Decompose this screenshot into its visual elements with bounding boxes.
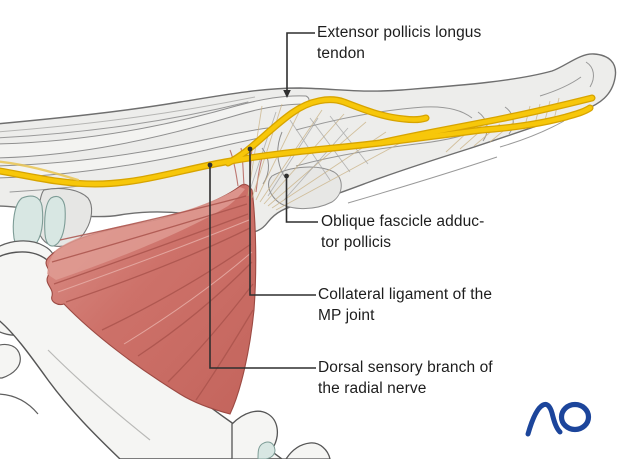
ao-logo: AO [525, 401, 592, 437]
dorsum-inner-contour [0, 96, 256, 133]
cartilage-trapezoid [44, 195, 66, 247]
nerve-main-trunk [0, 127, 485, 187]
leader-collateral-dot [247, 146, 253, 152]
mc-head-contour [261, 147, 269, 185]
label-extensor-pollicis-longus: Extensor pollicis longus tendon [317, 22, 481, 64]
leader-oblique [285, 178, 318, 223]
nerve-cores [0, 95, 595, 187]
muscle-highlights [57, 219, 253, 345]
ao-logo-letter-o [558, 401, 592, 433]
label-line: MP joint [318, 307, 375, 324]
leader-lines [207, 32, 318, 369]
label-dorsal-sensory-branch: Dorsal sensory branch of the radial nerv… [318, 357, 493, 399]
bone-highlight-line [47, 349, 151, 441]
leader-oblique-dot [284, 173, 289, 179]
nerve-distal-branch-upper [377, 95, 595, 146]
label-line: the radial nerve [318, 380, 427, 397]
label-collateral-ligament: Collateral ligament of the MP joint [318, 284, 492, 326]
leader-collateral [249, 151, 316, 296]
tendon-line [0, 101, 249, 139]
bone-edge-line [0, 393, 39, 415]
label-line: tendon [317, 45, 366, 62]
ao-logo-letter-a [525, 401, 563, 437]
fascia-fibers [247, 97, 560, 211]
leader-epl [286, 32, 315, 90]
label-line: Extensor pollicis longus [317, 24, 482, 41]
leader-epl-arrowhead [283, 90, 291, 98]
radial-nerve-branches [0, 94, 596, 188]
nerve-distal-branch-lower [479, 105, 593, 133]
bone-fragment-left [0, 343, 21, 379]
label-oblique-fascicle: Oblique fascicle adduc- tor pollicis [321, 211, 484, 253]
nerve-companion-strand [0, 160, 80, 182]
label-line: Dorsal sensory branch of [318, 359, 493, 376]
label-line: tor pollicis [321, 234, 392, 251]
leader-dorsal-dot [207, 162, 213, 168]
muscle-stripes [51, 195, 254, 401]
nerve-dorsal-arc-branch [225, 97, 429, 166]
label-line: Oblique fascicle adduc- [321, 213, 485, 230]
adductor-pollicis-muscle [45, 147, 264, 415]
label-line: Collateral ligament of the [318, 286, 493, 303]
leader-dorsal [209, 167, 316, 369]
muscle-light-band [47, 187, 245, 280]
cartilage-bottom [257, 441, 276, 459]
metacarpal-head-bottom [231, 410, 331, 459]
